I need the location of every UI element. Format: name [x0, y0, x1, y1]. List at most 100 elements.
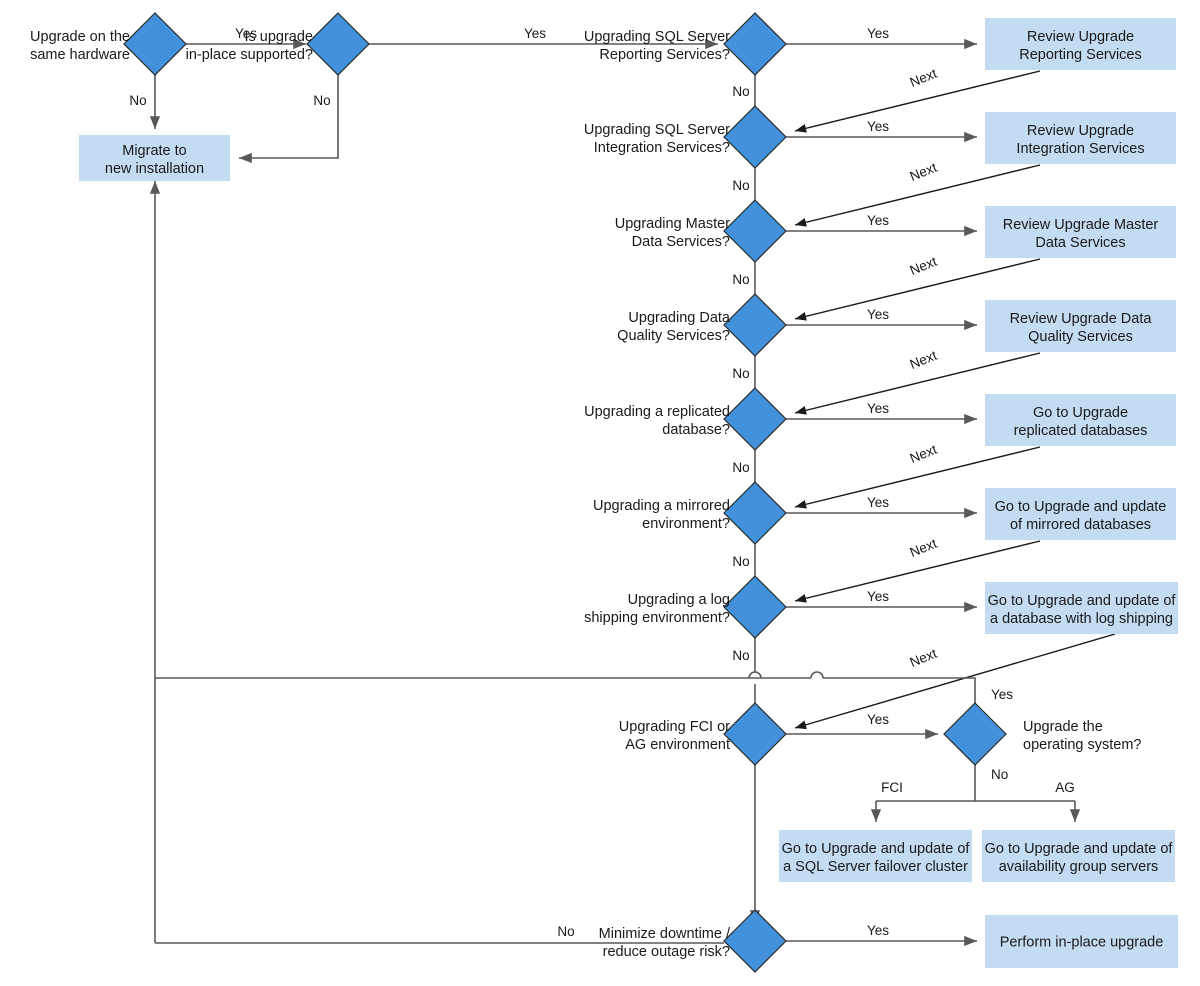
edge-label-mds-next: Next — [908, 254, 940, 278]
decision-node-minimize-downtime[interactable]: Minimize downtime /reduce outage risk? — [599, 909, 787, 973]
process-node-perform-in-place[interactable]: Perform in-place upgrade — [985, 915, 1178, 968]
edge-mirrored-next — [794, 540, 1041, 603]
edge-label-mirror-yes: Yes — [867, 495, 889, 510]
edge-dqs-next — [794, 352, 1041, 415]
edge-logshipping-next — [794, 633, 1116, 730]
decision-diamond — [723, 702, 787, 766]
edge-label-ssis-next: Next — [908, 160, 940, 184]
process-label: Perform in-place upgrade — [1000, 935, 1164, 951]
decision-diamond — [723, 481, 787, 545]
edge-label-branch-ag: AG — [1055, 780, 1075, 795]
decision-diamond — [723, 575, 787, 639]
connectors — [149, 38, 1116, 947]
edge-label-logship-next: Next — [908, 646, 940, 670]
edge-label-branch-fci: FCI — [881, 780, 903, 795]
edge-label-mds-yes: Yes — [867, 213, 889, 228]
edge-label-ssrs-yes: Yes — [867, 26, 889, 41]
edge-mds-next — [794, 258, 1041, 321]
edge-label-ssrs-no: No — [732, 84, 749, 99]
edge-label-minimize-no: No — [557, 924, 574, 939]
edge-label-minimize-yes: Yes — [867, 923, 889, 938]
edge-label-dqs-next: Next — [908, 348, 940, 372]
edge-label-logship-no: No — [732, 648, 749, 663]
edge-label-mirror-no: No — [732, 554, 749, 569]
decision-label: Minimize downtime /reduce outage risk? — [599, 926, 731, 960]
process-box — [79, 135, 230, 181]
edge-label-os-yes: Yes — [991, 687, 1013, 702]
edge-label-os-no: No — [991, 767, 1008, 782]
process-box — [985, 18, 1176, 70]
edge-label-repl-no: No — [732, 460, 749, 475]
edge-label-inplace-no: No — [313, 93, 330, 108]
edge-label-ssrs-next: Next — [908, 66, 940, 90]
process-box — [985, 915, 1178, 968]
edge-labels: YesNoYesNoYesNoNextYesNoNextYesNoNextYes… — [129, 26, 1074, 939]
decision-diamond — [123, 12, 187, 76]
edge-label-ssis-yes: Yes — [867, 119, 889, 134]
decision-diamond — [723, 105, 787, 169]
process-box — [982, 830, 1175, 882]
decision-diamond — [723, 293, 787, 357]
decision-diamond — [723, 909, 787, 973]
edge-label-mds-no: No — [732, 272, 749, 287]
edge-ssrs-next — [794, 70, 1041, 133]
edge-label-ssis-no: No — [732, 178, 749, 193]
process-box — [985, 582, 1178, 634]
edge-label-dqs-no: No — [732, 366, 749, 381]
line-jump-os-yes — [810, 671, 824, 679]
edge-label-hw-no: No — [129, 93, 146, 108]
edge-label-fciag-yes: Yes — [867, 712, 889, 727]
decision-diamond — [723, 387, 787, 451]
process-box — [779, 830, 972, 882]
edge-label-dqs-yes: Yes — [867, 307, 889, 322]
decision-diamond — [723, 12, 787, 76]
decision-diamond — [306, 12, 370, 76]
edge-label-mirror-next: Next — [908, 536, 940, 560]
edge-replicated-next — [794, 446, 1041, 509]
edge-label-logship-yes: Yes — [867, 589, 889, 604]
process-box — [985, 300, 1176, 352]
process-box — [985, 394, 1176, 446]
edge-label-inplace-yes: Yes — [524, 26, 546, 41]
process-box — [985, 112, 1176, 164]
edge-inplace-no — [239, 75, 339, 164]
